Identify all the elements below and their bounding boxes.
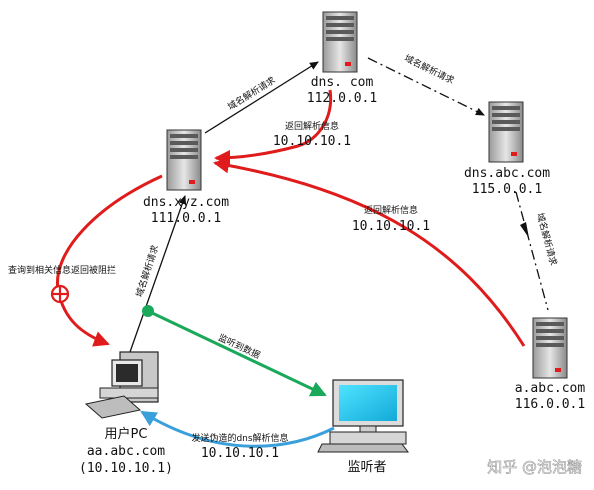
a-ip: 116.0.0.1 bbox=[515, 397, 585, 412]
a-name: a.abc.com bbox=[515, 381, 586, 396]
edge-root-reply bbox=[214, 89, 333, 166]
label-xyz-to-root: 域名解析请求 bbox=[225, 74, 277, 113]
server-icon-abc bbox=[488, 101, 524, 163]
server-icon-a bbox=[532, 317, 568, 379]
edge-xyz-to-root bbox=[204, 61, 319, 134]
xyz-ip: 111.0.0.1 bbox=[151, 211, 221, 226]
watermark: 知乎 @泡泡糖 bbox=[487, 458, 582, 476]
edge-abc-to-a bbox=[515, 191, 549, 311]
value-root-reply: 10.10.10.1 bbox=[273, 134, 351, 149]
sniffer-name: 监听者 bbox=[347, 460, 386, 475]
edge-a-reply bbox=[213, 157, 526, 347]
label-spoof: 发送伪造的dns解析信息 bbox=[191, 432, 288, 444]
edge-abc-to-a-arrowhead bbox=[520, 222, 529, 238]
value-spoof: 10.10.10.1 bbox=[201, 446, 279, 461]
server-icon-root bbox=[322, 11, 358, 73]
edge-blocked bbox=[55, 174, 163, 347]
pc-ip: (10.10.10.1) bbox=[79, 461, 173, 476]
label-blocked: 查询到相关信息返回被阻拦 bbox=[8, 264, 116, 276]
edge-sniffed bbox=[147, 309, 327, 397]
label-pc-to-xyz: 域名解析请求 bbox=[133, 244, 161, 299]
edge-spoof bbox=[140, 410, 335, 448]
pc-icon-sniffer bbox=[317, 379, 409, 453]
label-root-to-abc: 域名解析请求 bbox=[402, 52, 456, 86]
root-name: dns. com bbox=[311, 75, 374, 90]
edge-pc-to-xyz bbox=[129, 195, 187, 353]
abc-name: dns.abc.com bbox=[464, 166, 550, 181]
xyz-name: dns.xyz.com bbox=[143, 195, 229, 210]
label-root-reply: 返回解析信息 bbox=[285, 120, 339, 132]
pc-icon-user bbox=[84, 351, 159, 419]
edge-root-to-abc bbox=[367, 57, 485, 116]
blocked-icon bbox=[50, 284, 70, 304]
pc-name: 用户PC bbox=[105, 426, 148, 442]
value-a-reply: 10.10.10.1 bbox=[352, 219, 430, 234]
label-a-reply: 返回解析信息 bbox=[364, 204, 418, 216]
server-icon-xyz bbox=[166, 129, 202, 191]
tap-point bbox=[142, 305, 154, 317]
abc-ip: 115.0.0.1 bbox=[472, 182, 542, 197]
label-abc-to-a: 域名解析请求 bbox=[534, 212, 560, 267]
pc-host: aa.abc.com bbox=[87, 444, 165, 459]
root-ip: 112.0.0.1 bbox=[307, 91, 377, 106]
